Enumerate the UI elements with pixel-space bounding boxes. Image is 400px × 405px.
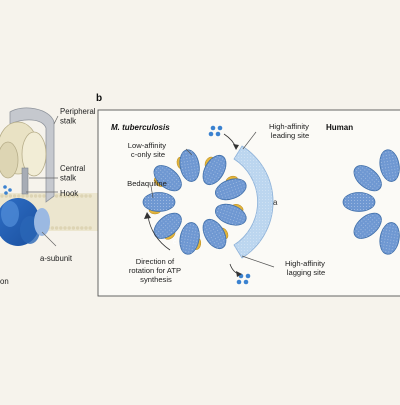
organism-label-human: Human <box>326 123 353 132</box>
c-subunit-human-texture <box>379 222 400 255</box>
lipid-head <box>8 194 13 198</box>
peripheral-stalk-label: Peripheral stalk <box>60 107 98 126</box>
c-subunit-texture <box>179 149 200 182</box>
panel-b: b M. tuberculosis Human a c <box>92 93 400 297</box>
lipid-head <box>59 194 63 198</box>
f1-head <box>0 121 47 179</box>
lipid-head <box>88 226 92 230</box>
central-stalk-label: Central stalk <box>60 164 87 183</box>
lipid-head <box>59 226 63 230</box>
lipid-head <box>67 226 71 230</box>
a-subunit-letter: a <box>273 198 278 207</box>
lipid-head <box>54 194 59 198</box>
lipid-head <box>54 226 59 230</box>
lipid-head <box>21 194 25 198</box>
c-subunit-human-texture <box>343 192 375 212</box>
c-subunit-texture <box>143 192 175 212</box>
organism-label-mtb: M. tuberculosis <box>111 123 170 132</box>
lipid-head <box>38 194 42 198</box>
lipid-head <box>42 194 46 198</box>
c-subunit-texture <box>215 204 247 226</box>
panel-letter-b: b <box>96 93 102 104</box>
fo-ring <box>0 198 50 246</box>
lipid-head <box>17 194 21 198</box>
membrane-gap <box>92 193 98 231</box>
a-subunit-arc <box>233 145 274 259</box>
lipid-head <box>67 194 71 198</box>
ligand-dots-top <box>208 125 223 137</box>
c-subunit-texture <box>203 219 226 249</box>
c-subunit <box>153 165 182 192</box>
lipid-head <box>75 194 80 198</box>
lipid-head <box>84 194 88 198</box>
c-subunit-texture <box>203 155 226 185</box>
lipid-head <box>71 226 76 230</box>
central-stalk-shape <box>21 167 29 195</box>
lipid-head <box>12 194 17 198</box>
a-subunit-label: a-subunit <box>40 254 73 263</box>
bedaquiline-label: Bedaquiline <box>127 179 167 188</box>
c-subunit-human <box>353 212 382 239</box>
c-subunit <box>179 222 202 255</box>
c-subunit <box>202 218 229 250</box>
lipid-head <box>29 194 34 198</box>
c-subunit-human-texture <box>354 165 382 191</box>
direction-label: Direction of rotation for ATP synthesis <box>129 257 183 284</box>
lipid-head <box>84 226 88 230</box>
low-affinity-label: Low-affinity c-only site <box>128 141 168 159</box>
c-subunit-human-texture <box>379 149 400 182</box>
c-subunit <box>142 192 176 215</box>
lipid-head <box>63 194 67 198</box>
hook-label: Hook <box>60 189 78 198</box>
c-subunit-texture <box>154 165 182 191</box>
lipid-head <box>75 226 80 230</box>
c-subunit-human <box>379 222 400 255</box>
lipid-head <box>71 194 76 198</box>
arrow-heads <box>144 144 242 277</box>
c-ring-mtb <box>142 149 247 255</box>
hook-dots <box>3 185 12 195</box>
c-subunit <box>215 203 247 226</box>
high-affinity-lagging-label: High-affinity lagging site <box>285 259 327 277</box>
c-subunit <box>153 212 182 240</box>
panel-a-leader-lines <box>26 115 59 247</box>
lipid-head <box>80 226 84 230</box>
panel-b-leader-lines <box>150 131 275 268</box>
lipid-head <box>33 194 38 198</box>
c-subunit-texture <box>154 213 182 239</box>
high-affinity-leading-label: High-affinity leading site <box>269 122 311 140</box>
c-subunit-human <box>342 192 376 212</box>
panel-a: Peripheral stalk Central stalk Hook a-su… <box>0 107 98 286</box>
c-subunit-human <box>353 165 382 192</box>
lipid-head <box>88 194 92 198</box>
c-subunit <box>215 175 247 201</box>
c-subunit-letter: c <box>173 239 177 246</box>
c-subunit-human <box>379 149 400 182</box>
c-ring-human <box>342 149 400 255</box>
lipid-head <box>50 226 55 230</box>
lipid-head <box>0 194 4 198</box>
lipid-head <box>63 226 67 230</box>
cut-off-label: on <box>0 277 9 286</box>
c-subunit-texture <box>179 222 200 255</box>
c-subunit <box>176 149 200 182</box>
c-subunit-human-texture <box>354 213 382 239</box>
lipid-head <box>25 194 29 198</box>
lipid-head <box>4 194 8 198</box>
c-subunit <box>202 154 227 186</box>
rotation-arrow <box>147 215 171 251</box>
c-subunit-texture <box>215 178 247 200</box>
peripheral-stalk-shape <box>9 107 55 203</box>
lipid-head <box>80 194 84 198</box>
